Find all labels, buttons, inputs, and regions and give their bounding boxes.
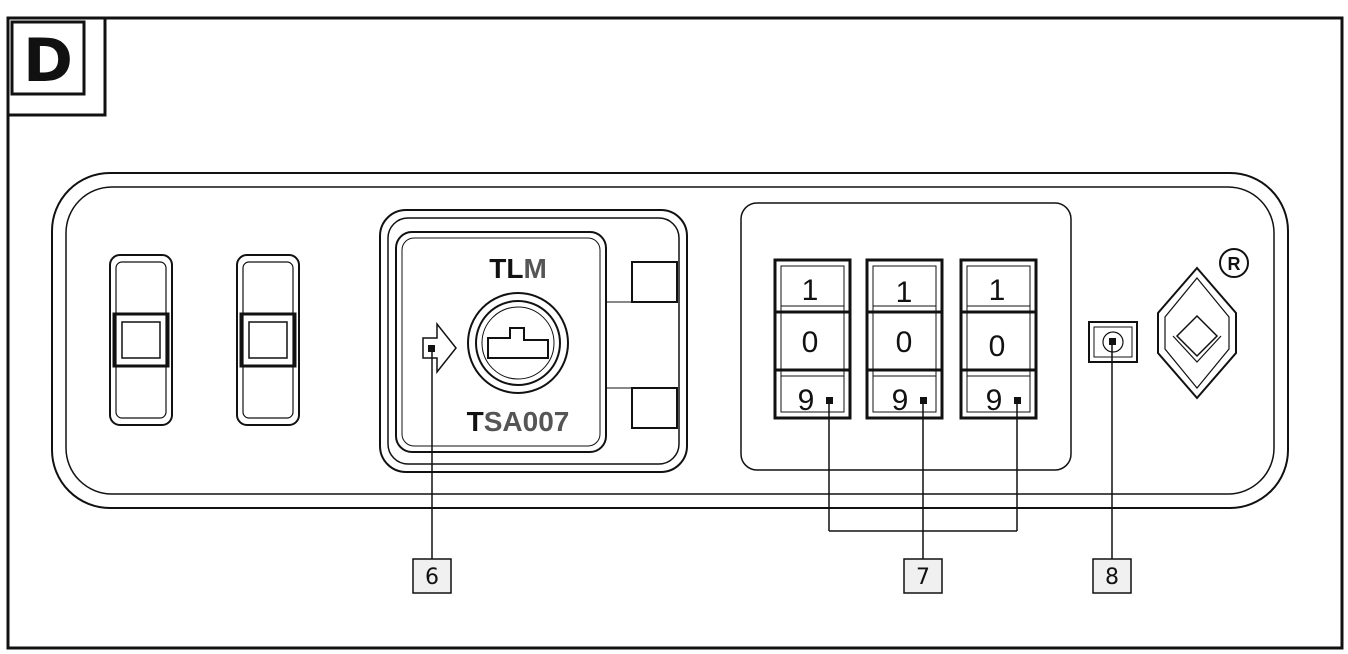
dial-1-digit-middle: 0 (802, 326, 819, 359)
dial-2-digit-bottom: 9 (892, 384, 909, 417)
svg-text:6: 6 (425, 565, 439, 590)
panel-letter-box (10, 20, 86, 96)
brand-label-bottom: TSA007 (467, 406, 570, 437)
lock-latch-top (631, 261, 678, 303)
dial-3-digit-middle: 0 (989, 330, 1006, 363)
arrow-icon (422, 321, 457, 375)
dial-1-digit-top: 1 (802, 274, 819, 307)
svg-text:7: 7 (916, 565, 930, 590)
dial-1-digit-bottom: 9 (798, 384, 815, 417)
dial-wheel-2[interactable] (865, 258, 944, 420)
tsa-key-lock (379, 209, 688, 473)
brand-label-top: TLM (489, 253, 547, 284)
callout-dot-7a (826, 397, 833, 404)
callout-dot-8 (1109, 338, 1116, 345)
callout-dot-6 (428, 345, 435, 352)
lock-body-outer (51, 172, 1289, 509)
slider-button-right[interactable] (236, 254, 300, 426)
dial-2-digit-middle: 0 (896, 326, 913, 359)
keyhole-icon[interactable] (467, 292, 569, 394)
reset-button[interactable] (1088, 321, 1138, 363)
callout-label-6: 6 (412, 558, 452, 594)
panel-letter-frame (8, 18, 107, 117)
lock-body-inner (65, 186, 1275, 495)
svg-text:8: 8 (1105, 565, 1119, 590)
dial-3-digit-top: 1 (989, 274, 1006, 307)
svg-text:R: R (1228, 254, 1241, 274)
outer-frame (6, 16, 1344, 650)
dial-wheel-1[interactable] (773, 258, 852, 420)
dial-3-digit-bottom: 9 (986, 384, 1003, 417)
combination-panel (740, 202, 1072, 471)
registered-mark-icon: R (1219, 248, 1249, 278)
dial-wheel-3[interactable] (959, 258, 1038, 420)
lock-latch-bottom (631, 387, 678, 429)
tsa-diamond-logo-icon (1157, 266, 1237, 400)
callout-dot-7b (920, 397, 927, 404)
callout-label-8: 8 (1092, 558, 1132, 594)
dial-2-digit-top: 1 (896, 276, 913, 309)
slider-button-left[interactable] (109, 254, 173, 426)
callout-label-7: 7 (903, 558, 943, 594)
panel-letter: D (23, 26, 73, 96)
callout-dot-7c (1014, 397, 1021, 404)
